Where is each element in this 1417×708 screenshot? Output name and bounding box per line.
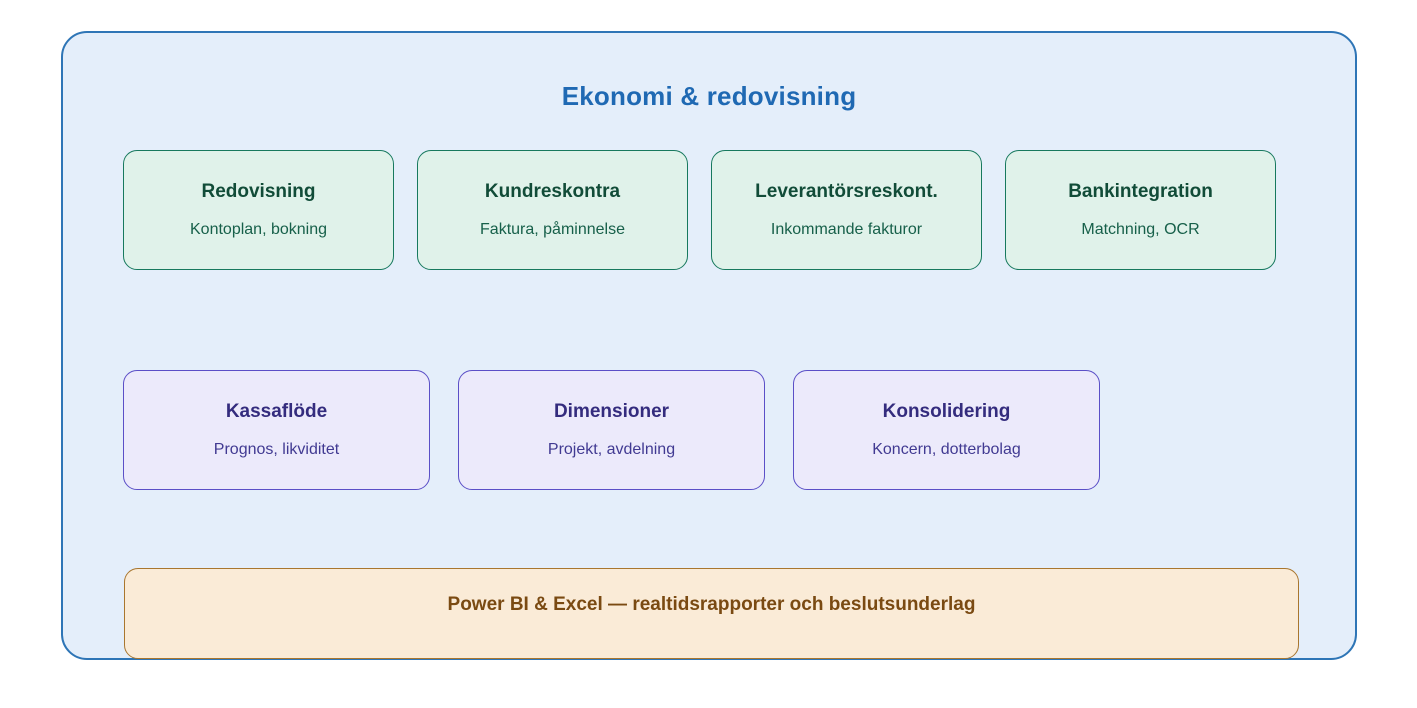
card-subtitle: Projekt, avdelning	[547, 440, 676, 458]
card-kassaflode[interactable]: Kassaflöde Prognos, likviditet	[123, 370, 430, 490]
card-dimensioner[interactable]: Dimensioner Projekt, avdelning	[458, 370, 765, 490]
card-leverantorsreskontra[interactable]: Leverantörsreskont. Inkommande fakturor	[711, 150, 982, 270]
purple-card-row: Kassaflöde Prognos, likviditet Dimension…	[123, 370, 1100, 490]
card-subtitle: Koncern, dotterbolag	[872, 440, 1021, 458]
card-title: Kassaflöde	[225, 400, 328, 422]
card-title: Kundreskontra	[484, 180, 621, 202]
card-redovisning[interactable]: Redovisning Kontoplan, bokning	[123, 150, 394, 270]
card-title: Konsolidering	[882, 400, 1011, 422]
card-konsolidering[interactable]: Konsolidering Koncern, dotterbolag	[793, 370, 1100, 490]
card-title: Redovisning	[201, 180, 316, 202]
card-title: Dimensioner	[553, 400, 670, 422]
reporting-banner[interactable]: Power BI & Excel — realtidsrapporter och…	[124, 568, 1299, 659]
card-subtitle: Inkommande fakturor	[770, 220, 923, 238]
card-subtitle: Prognos, likviditet	[213, 440, 340, 458]
card-title: Bankintegration	[1068, 180, 1213, 202]
page-title: Ekonomi & redovisning	[561, 81, 857, 111]
card-kundreskontra[interactable]: Kundreskontra Faktura, påminnelse	[417, 150, 688, 270]
card-subtitle: Matchning, OCR	[1081, 220, 1200, 238]
ekonomi-panel: Ekonomi & redovisning Redovisning Kontop…	[61, 31, 1357, 660]
card-bankintegration[interactable]: Bankintegration Matchning, OCR	[1005, 150, 1276, 270]
card-subtitle: Faktura, påminnelse	[480, 220, 625, 238]
green-card-row: Redovisning Kontoplan, bokning Kundresko…	[123, 150, 1276, 270]
card-subtitle: Kontoplan, bokning	[190, 220, 327, 238]
reporting-banner-label: Power BI & Excel — realtidsrapporter och…	[447, 594, 976, 615]
card-title: Leverantörsreskont.	[755, 180, 938, 202]
